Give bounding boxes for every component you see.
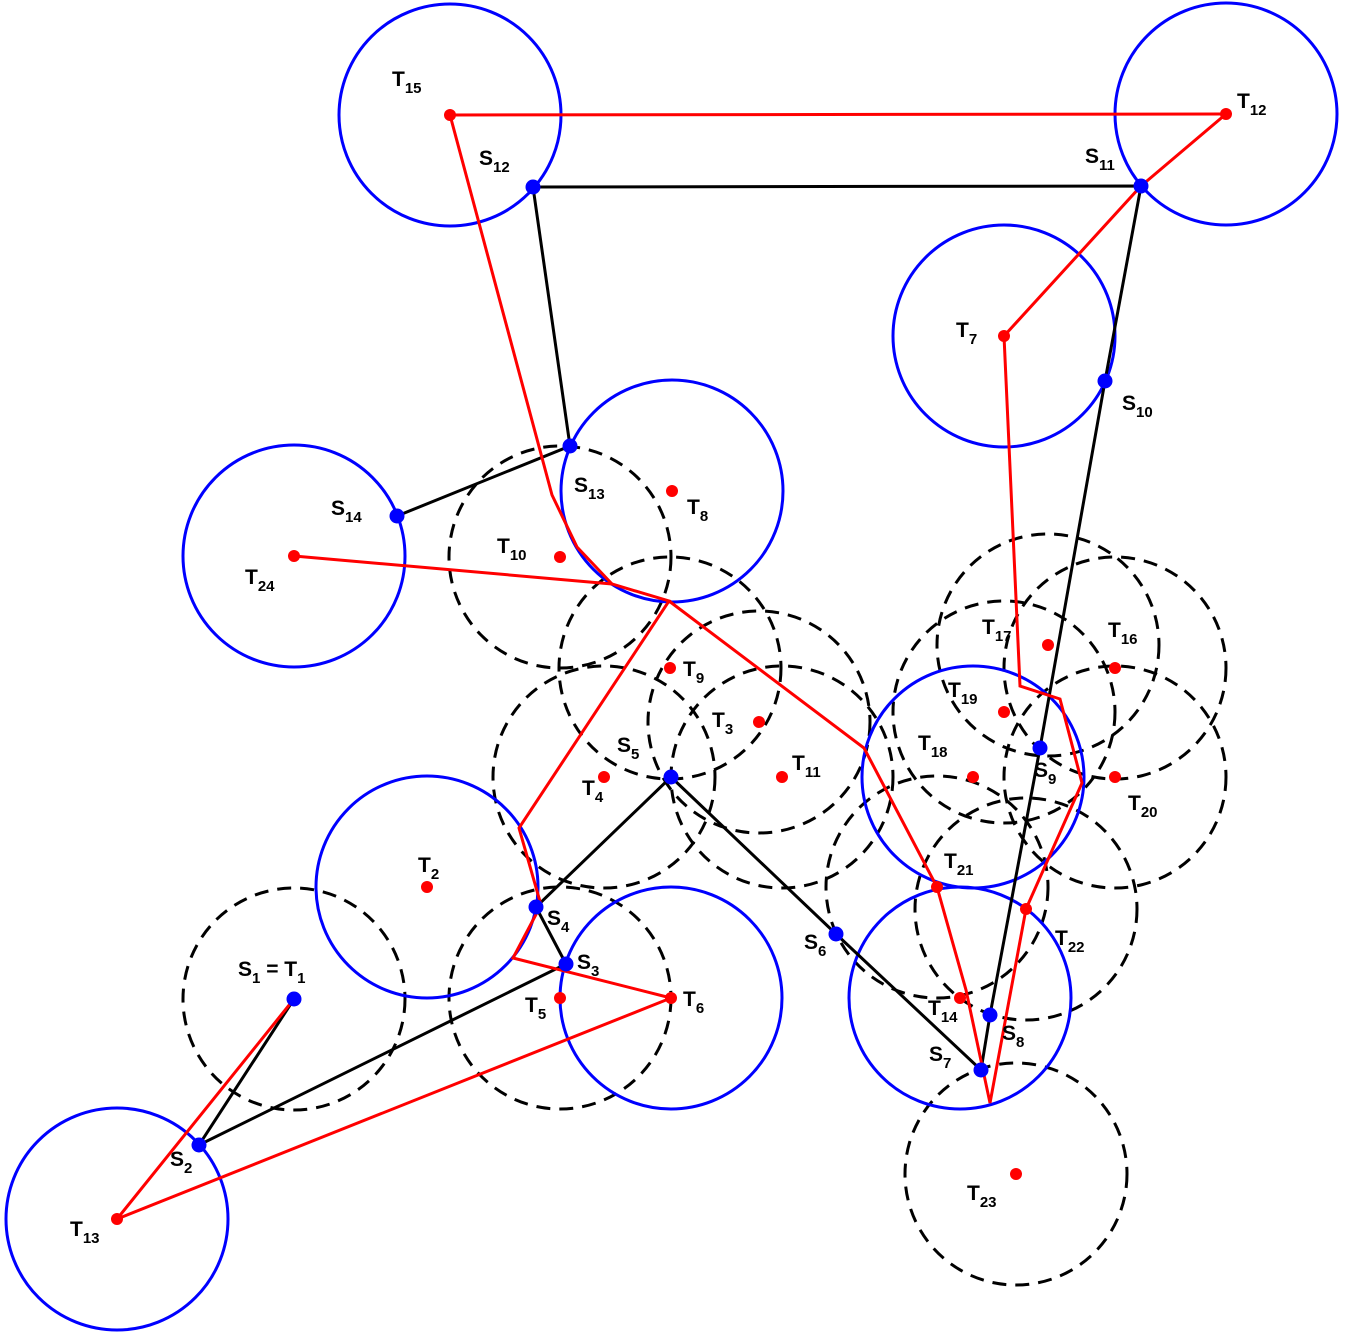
target-tour-path-segment-2 bbox=[448, 112, 1227, 586]
target-point-t8 bbox=[666, 485, 678, 497]
label-t11: T11 bbox=[792, 752, 821, 781]
label-t13: T13 bbox=[70, 1218, 100, 1247]
label-t19: T19 bbox=[948, 679, 978, 708]
sensor-point-s14 bbox=[389, 508, 405, 524]
dashed-range-circle-t22 bbox=[913, 796, 1139, 1022]
target-point-t3 bbox=[753, 716, 765, 728]
label-s13: S13 bbox=[574, 474, 605, 503]
target-point-t10 bbox=[554, 551, 566, 563]
target-point-t11 bbox=[776, 771, 788, 783]
target-point-t21 bbox=[931, 881, 943, 893]
solid-range-circle-t14 bbox=[847, 885, 1073, 1111]
solid-range-circle-t7 bbox=[891, 223, 1117, 449]
label-t24: T24 bbox=[245, 566, 275, 595]
sensor-point-s1 bbox=[286, 991, 302, 1007]
dashed-range-circle-t19 bbox=[891, 599, 1117, 825]
dashed-range-circle-t3 bbox=[646, 609, 872, 835]
dashed-range-circle-t23 bbox=[903, 1061, 1129, 1287]
target-point-t18 bbox=[967, 771, 979, 783]
target-point-t14 bbox=[954, 992, 966, 1004]
sensor-point-s4 bbox=[528, 899, 544, 915]
label-t14: T14 bbox=[928, 997, 958, 1026]
label-t3: T3 bbox=[712, 709, 733, 738]
label-t21: T21 bbox=[944, 850, 974, 879]
target-point-t24 bbox=[288, 550, 300, 562]
target-point-t6 bbox=[665, 992, 677, 1004]
label-t9: T9 bbox=[683, 658, 704, 687]
dashed-range-circle-t17 bbox=[935, 532, 1161, 758]
sensor-point-s10 bbox=[1097, 373, 1113, 389]
dashed-range-circle-t4 bbox=[491, 664, 717, 890]
sensor-point-s6 bbox=[828, 926, 844, 942]
label-s14: S14 bbox=[331, 497, 362, 526]
sensor-point-s13 bbox=[562, 438, 578, 454]
label-t2: T2 bbox=[418, 854, 439, 883]
label-t23: T23 bbox=[967, 1182, 997, 1211]
label-s8: S8 bbox=[1002, 1022, 1024, 1051]
sensor-point-s7 bbox=[973, 1062, 989, 1078]
sensor-point-s2 bbox=[191, 1137, 207, 1153]
label-s4: S4 bbox=[547, 907, 570, 936]
label-s11: S11 bbox=[1085, 145, 1115, 174]
label-t7: T7 bbox=[956, 319, 977, 348]
dashed-range-circle-t20 bbox=[1002, 664, 1228, 890]
label-t10: T10 bbox=[497, 535, 527, 564]
label-s10: S10 bbox=[1122, 392, 1153, 421]
target-point-t19 bbox=[998, 706, 1010, 718]
target-tour-path-segment-3 bbox=[668, 112, 1227, 1104]
label-s5: S5 bbox=[617, 734, 639, 763]
label-t16: T16 bbox=[1108, 619, 1138, 648]
sensor-point-s12 bbox=[525, 179, 541, 195]
label-t22: T22 bbox=[1055, 927, 1085, 956]
dashed-range-circle-t21 bbox=[824, 774, 1050, 1000]
label-s9: S9 bbox=[1034, 759, 1056, 788]
solid-range-circle-t13 bbox=[4, 1106, 230, 1332]
target-point-t15 bbox=[444, 109, 456, 121]
label-t5: T5 bbox=[525, 994, 546, 1023]
label-t12: T12 bbox=[1237, 90, 1267, 119]
target-point-t13 bbox=[111, 1213, 123, 1225]
solid-range-circle-t24 bbox=[181, 443, 407, 669]
sensor-point-s11 bbox=[1133, 178, 1149, 194]
target-point-t2 bbox=[421, 881, 433, 893]
solid-range-circle-t2 bbox=[314, 774, 540, 1000]
sensor-point-s9 bbox=[1032, 740, 1048, 756]
label-s3: S3 bbox=[577, 951, 599, 980]
label-t6: T6 bbox=[683, 988, 704, 1017]
sensor-point-s8 bbox=[982, 1007, 998, 1023]
target-point-t20 bbox=[1109, 771, 1121, 783]
target-point-t4 bbox=[598, 771, 610, 783]
label-t18: T18 bbox=[918, 732, 948, 761]
label-s1-equals-t1: S1 = T1 bbox=[238, 958, 305, 987]
label-s7: S7 bbox=[929, 1043, 951, 1072]
target-point-t17 bbox=[1042, 639, 1054, 651]
sensor-tour-path bbox=[194, 184, 1143, 1149]
label-t20: T20 bbox=[1128, 792, 1158, 821]
target-point-t22 bbox=[1020, 903, 1032, 915]
label-t4: T4 bbox=[582, 777, 604, 806]
label-t15: T15 bbox=[392, 68, 422, 97]
target-point-t23 bbox=[1010, 1168, 1022, 1180]
label-s2: S2 bbox=[170, 1148, 192, 1177]
target-point-t16 bbox=[1109, 662, 1121, 674]
label-s12: S12 bbox=[479, 147, 510, 176]
sensor-point-s3 bbox=[558, 956, 574, 972]
points-layer bbox=[111, 108, 1232, 1225]
label-t8: T8 bbox=[687, 496, 708, 525]
target-point-t9 bbox=[664, 662, 676, 674]
label-s6: S6 bbox=[804, 931, 826, 960]
target-point-t7 bbox=[998, 330, 1010, 342]
sensor-point-s5 bbox=[663, 769, 679, 785]
target-point-t12 bbox=[1220, 108, 1232, 120]
label-t17: T17 bbox=[982, 616, 1012, 645]
target-point-t5 bbox=[554, 992, 566, 1004]
dashed-range-circle-t1 bbox=[181, 886, 407, 1112]
